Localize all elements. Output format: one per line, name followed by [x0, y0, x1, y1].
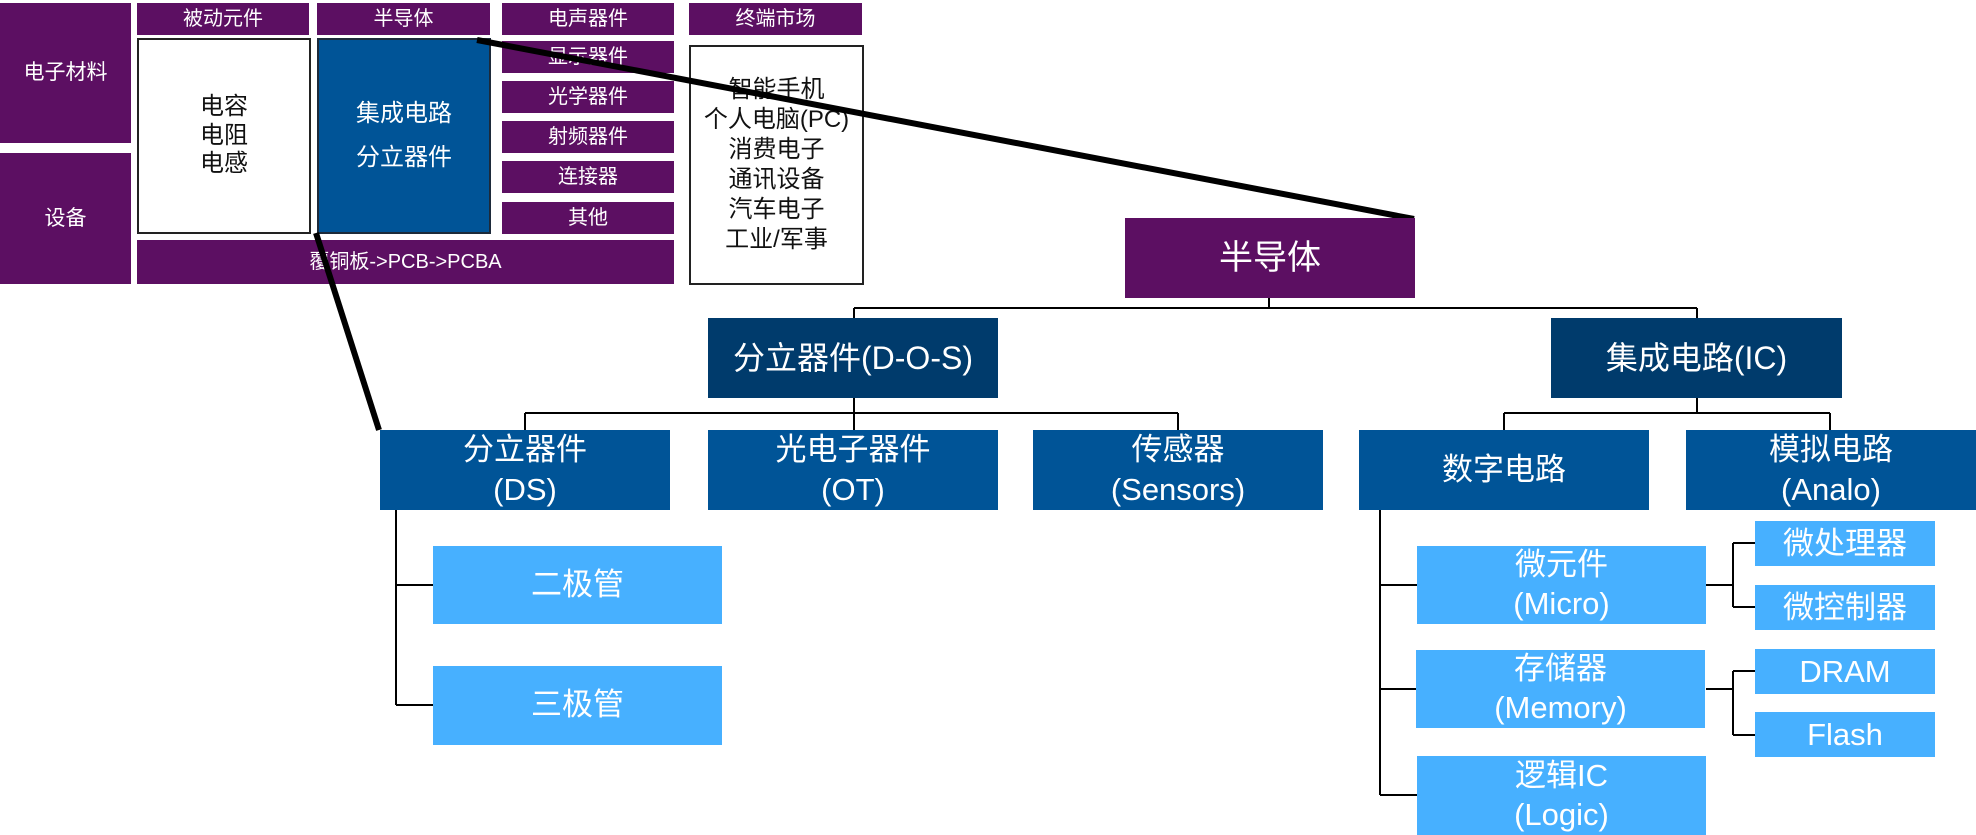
tree-leaf-diode: 二极管 — [433, 546, 722, 624]
passive-components-box: 电容 电阻 电感 — [137, 38, 311, 234]
sensors-label-en: (Sensors) — [1110, 472, 1246, 507]
ot-label-en: (OT) — [821, 472, 885, 507]
market-communication-equipment: 通讯设备 — [728, 166, 825, 193]
item-other: 其他 — [502, 202, 674, 234]
side-label-equipment: 设备 — [0, 153, 131, 284]
tree-node-micro: 微元件 (Micro) — [1417, 546, 1706, 624]
connector-root-l1 — [853, 298, 1698, 318]
passive-item-inductor: 电感 — [200, 150, 248, 178]
connector-digital-children — [1379, 480, 1417, 796]
sensors-label-cn: 传感器 — [1131, 432, 1225, 468]
semi-item-integrated-circuit: 集成电路 — [356, 99, 452, 127]
tree-node-integrated-circuit: 集成电路(IC) — [1551, 318, 1842, 398]
passive-item-capacitor: 电容 — [200, 92, 248, 120]
micro-label-en: (Micro) — [1513, 586, 1610, 621]
item-display-device: 显示器件 — [502, 41, 674, 73]
ot-label-cn: 光电子器件 — [775, 432, 931, 468]
connector-ds-children — [395, 480, 433, 706]
market-pc: 个人电脑(PC) — [703, 106, 850, 133]
tree-leaf-microprocessor: 微处理器 — [1755, 521, 1935, 566]
tree-node-digital-circuit: 数字电路 — [1359, 430, 1649, 510]
analog-label-en: (Analo) — [1781, 472, 1881, 507]
category-terminal-market: 终端市场 — [689, 3, 862, 35]
category-semiconductor: 半导体 — [317, 3, 490, 35]
tree-node-discrete-dos: 分立器件(D-O-S) — [708, 318, 998, 398]
semi-item-discrete-device: 分立器件 — [356, 144, 452, 171]
logic-label-en: (Logic) — [1514, 796, 1609, 832]
tree-node-sensors: 传感器 (Sensors) — [1033, 430, 1323, 510]
tree-node-ot: 光电子器件 (OT) — [708, 430, 998, 510]
connector-micro-children — [1706, 542, 1755, 608]
item-rf-device: 射频器件 — [502, 121, 674, 153]
item-optical-device: 光学器件 — [502, 81, 674, 113]
analog-label-cn: 模拟电路 — [1769, 432, 1893, 468]
market-consumer-electronics: 消费电子 — [728, 136, 825, 163]
tree-leaf-microcontroller: 微控制器 — [1755, 585, 1935, 630]
logic-label-cn: 逻辑IC — [1515, 757, 1608, 793]
tree-leaf-dram: DRAM — [1755, 649, 1935, 694]
market-smartphone: 智能手机 — [728, 76, 825, 103]
category-passive-components: 被动元件 — [137, 3, 309, 35]
semiconductor-components-box: 集成电路 分立器件 — [317, 38, 491, 234]
tree-node-ds: 分立器件 (DS) — [380, 430, 670, 510]
ds-label-en: (DS) — [493, 472, 557, 507]
market-industrial-military: 工业/军事 — [725, 226, 828, 253]
side-label-electronic-materials: 电子材料 — [0, 3, 131, 143]
tree-leaf-flash: Flash — [1755, 712, 1935, 757]
item-connector: 连接器 — [502, 161, 674, 193]
tree-node-analog-circuit: 模拟电路 (Analo) — [1686, 430, 1976, 510]
tree-root-semiconductor: 半导体 — [1125, 218, 1415, 298]
connector-ic-l2 — [1503, 398, 1831, 430]
tree-leaf-triode: 三极管 — [433, 666, 722, 745]
terminal-market-box: 智能手机 个人电脑(PC) 消费电子 通讯设备 汽车电子 工业/军事 — [689, 45, 864, 285]
connector-discrete-l2 — [524, 398, 1179, 430]
connector-memory-children — [1706, 670, 1755, 736]
pcb-chain-bar: 覆铜板->PCB->PCBA — [137, 240, 674, 284]
tree-node-logic: 逻辑IC (Logic) — [1417, 756, 1706, 835]
tree-node-memory: 存储器 (Memory) — [1416, 650, 1705, 728]
memory-label-en: (Memory) — [1494, 690, 1627, 725]
category-electroacoustic: 电声器件 — [502, 3, 674, 35]
passive-item-resistor: 电阻 — [200, 121, 248, 149]
micro-label-cn: 微元件 — [1515, 547, 1608, 583]
memory-label-cn: 存储器 — [1514, 651, 1607, 687]
market-automotive-electronics: 汽车电子 — [728, 196, 825, 223]
ds-label-cn: 分立器件 — [463, 432, 587, 468]
